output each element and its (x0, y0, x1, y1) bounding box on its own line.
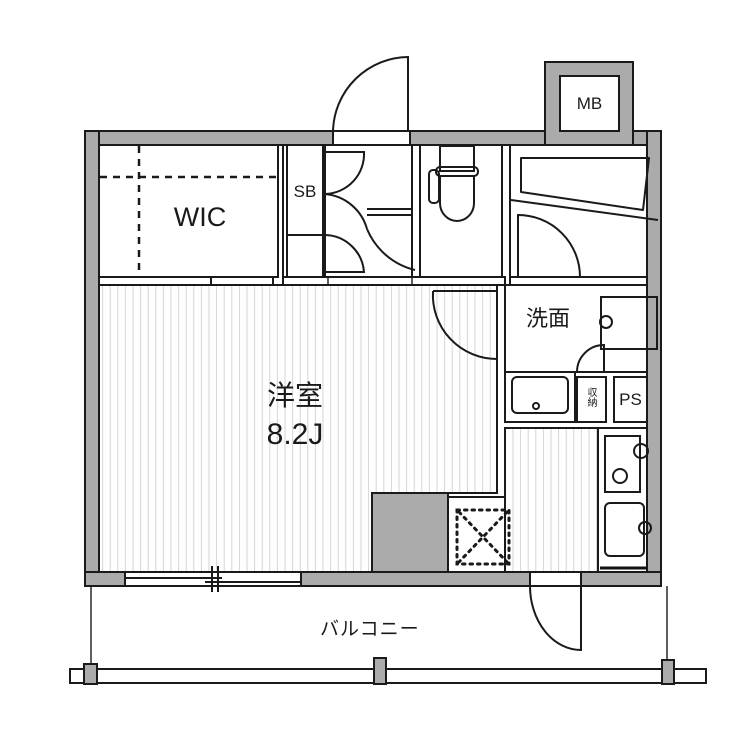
western-room-size: 8.2J (266, 418, 324, 451)
pipe-space-label: PS (619, 390, 642, 409)
western-room-label: 洋室 (266, 379, 323, 412)
shoe-box-label: SB (293, 182, 317, 201)
toilet-room (419, 144, 503, 278)
kitchen (447, 427, 652, 573)
meter-box-label: MB (576, 94, 603, 113)
balcony-label: バルコニー (320, 618, 420, 640)
balcony (69, 586, 707, 685)
bathroom (509, 144, 659, 286)
sliding-window (124, 566, 302, 592)
balcony-door (529, 571, 582, 652)
wic-label: WIC (173, 202, 227, 232)
storage-label: 収納 (585, 387, 596, 407)
washroom-label: 洗面 (526, 307, 571, 332)
entry-area (282, 55, 506, 286)
washroom (431, 284, 658, 423)
wic-room (98, 144, 279, 286)
western-room (98, 284, 498, 573)
